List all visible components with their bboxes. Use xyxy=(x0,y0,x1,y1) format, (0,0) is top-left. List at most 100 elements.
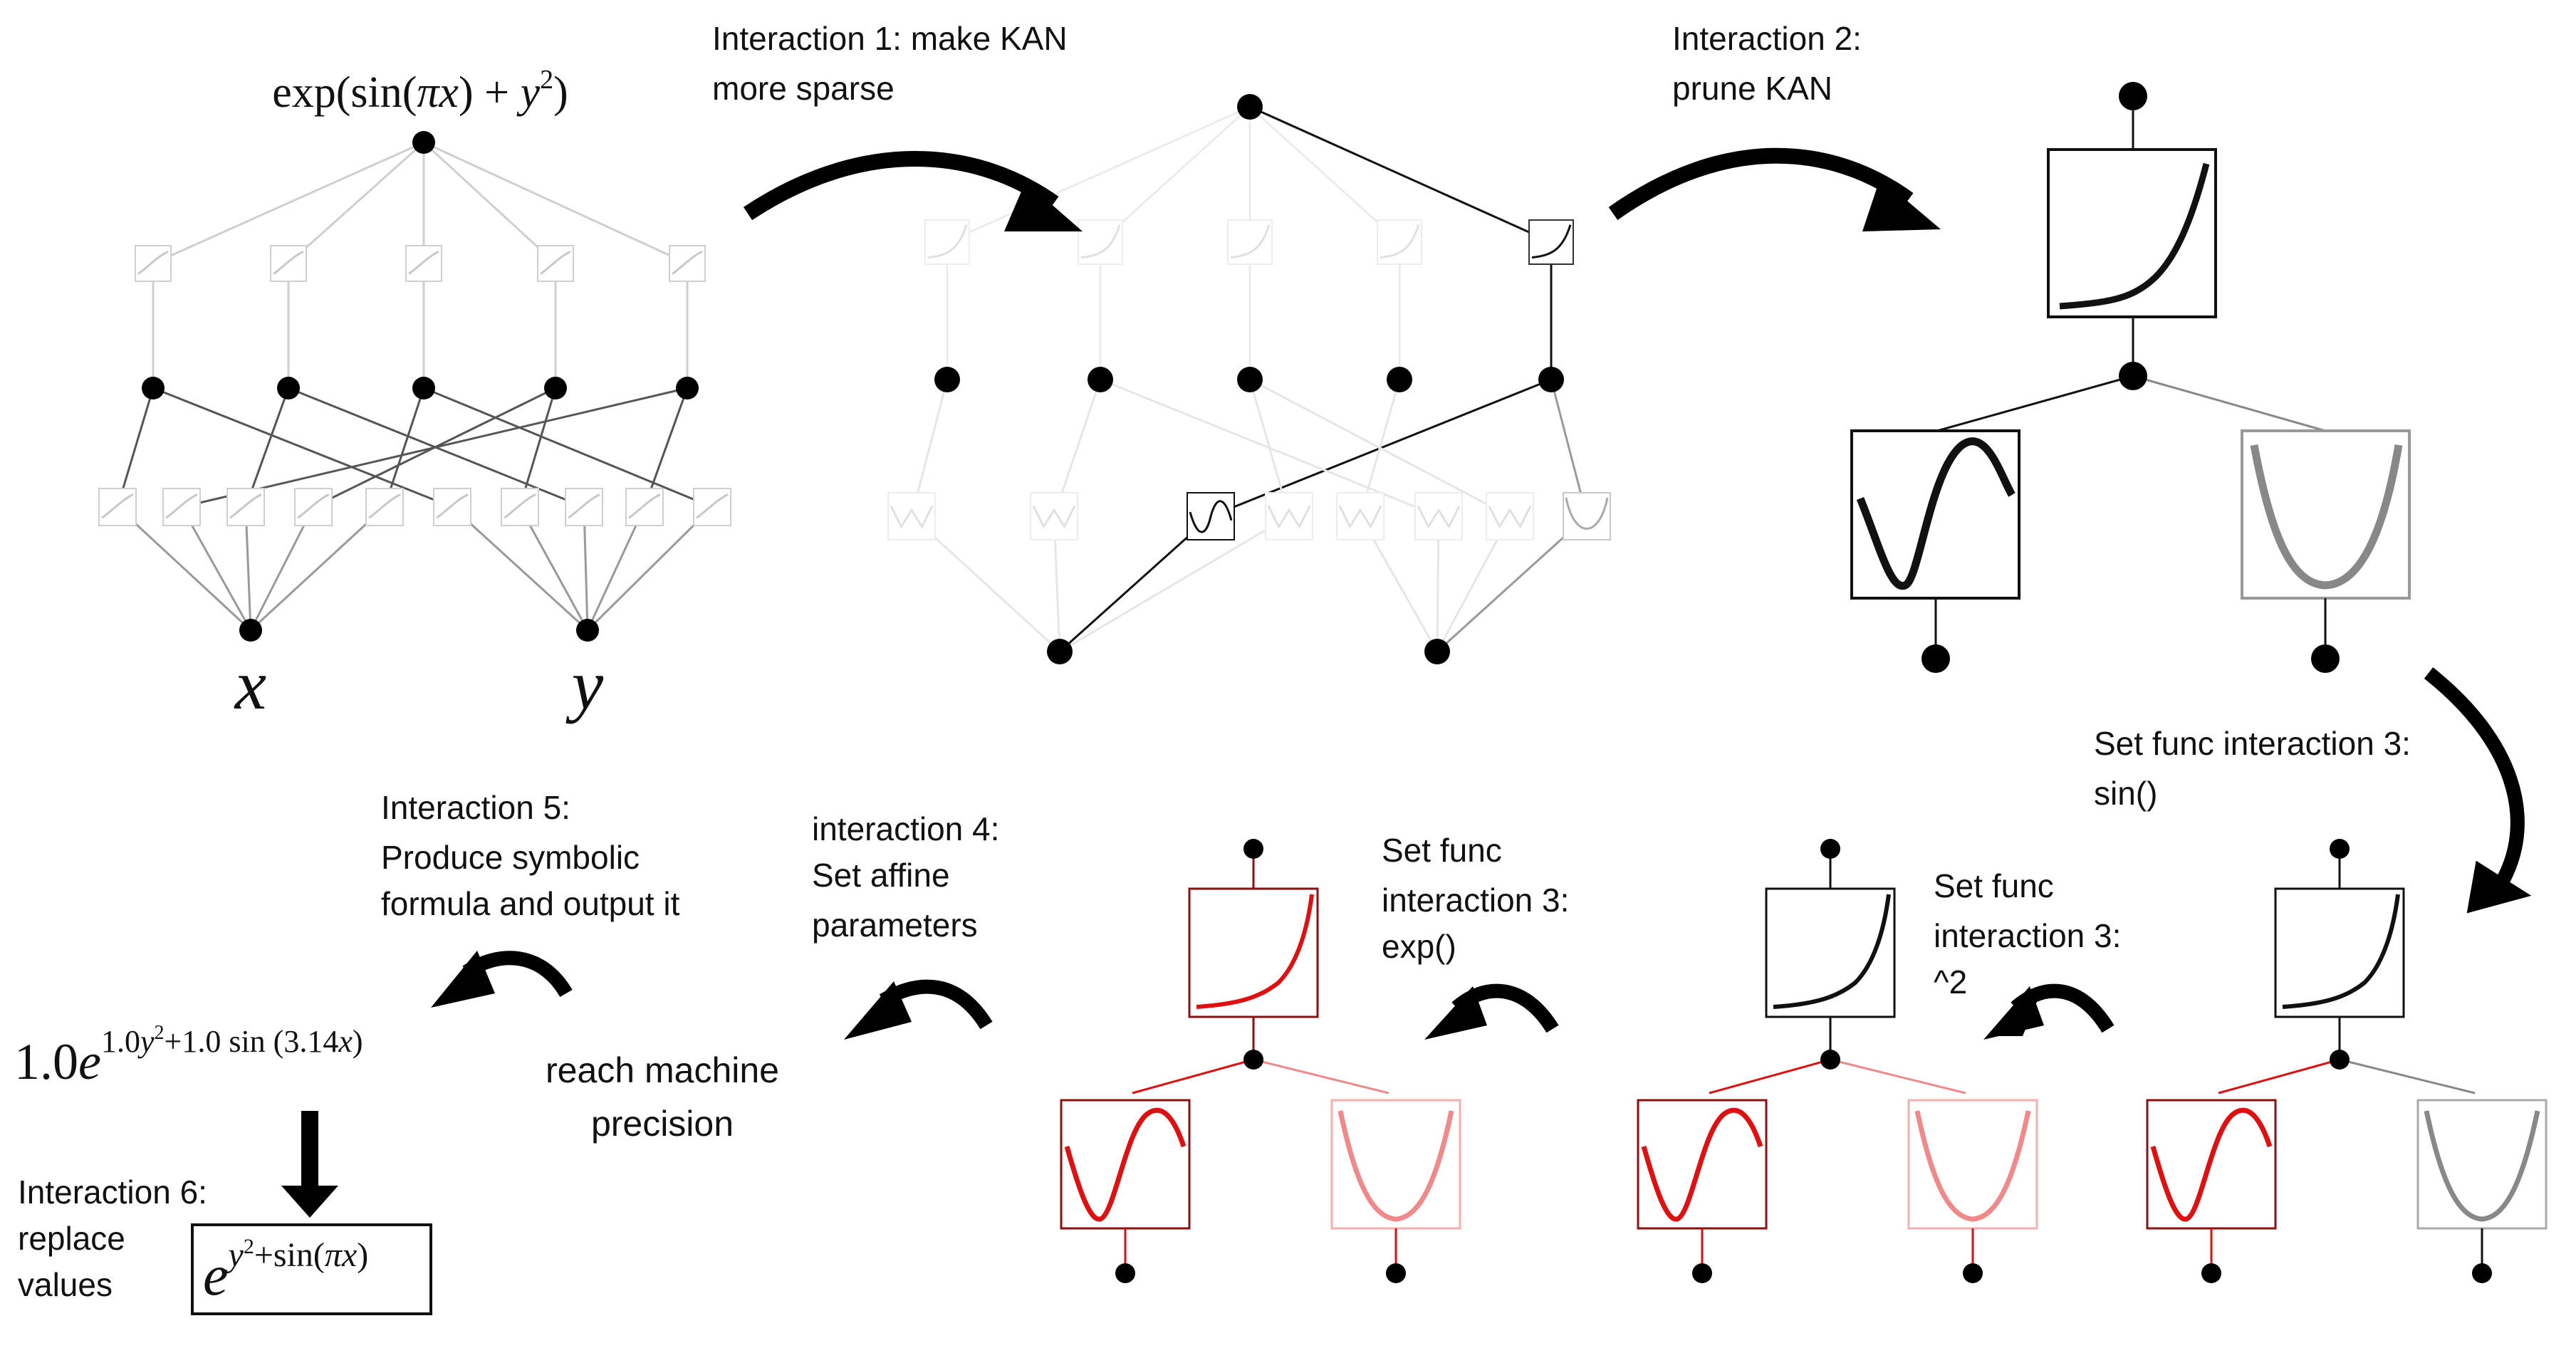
hidden-node xyxy=(1538,367,1564,392)
initial-kan: exp(sin(πx) + y2) x y xyxy=(98,65,731,724)
line-curve-icon xyxy=(436,493,469,519)
activation-box xyxy=(1563,492,1611,540)
input-node xyxy=(576,619,599,642)
output-node xyxy=(1243,839,1263,859)
svg-text:interaction 3:: interaction 3: xyxy=(1934,917,2121,954)
line-curve-icon xyxy=(568,493,600,519)
hidden-node xyxy=(142,377,165,399)
input-y-node xyxy=(1386,1263,1406,1283)
svg-text:Set affine: Set affine xyxy=(812,857,950,894)
svg-text:precision: precision xyxy=(591,1104,734,1144)
sin-curve-icon xyxy=(2150,1107,2273,1222)
svg-text:sin(): sin() xyxy=(2094,775,2157,812)
precision-label: reach machine precision xyxy=(546,1050,779,1144)
input-x-node xyxy=(2201,1263,2221,1283)
svg-text:^2: ^2 xyxy=(1934,963,1967,1000)
line-curve-icon xyxy=(165,493,198,519)
wave-curve-icon xyxy=(1032,505,1076,529)
svg-text:Set func interaction 3:: Set func interaction 3: xyxy=(2094,725,2411,762)
sin-curve-icon xyxy=(1856,437,2016,590)
svg-text:Interaction 1: make KAN: Interaction 1: make KAN xyxy=(712,20,1068,57)
interaction-4-label: interaction 4: Set affine parameters xyxy=(812,810,999,944)
exp-curve-icon xyxy=(1080,224,1121,259)
interaction-5-label: Interaction 5: Produce symbolic formula … xyxy=(381,789,680,922)
hidden-node xyxy=(412,377,435,399)
exp-curve-icon xyxy=(2059,162,2210,310)
activation-box xyxy=(537,245,574,282)
line-curve-icon xyxy=(408,250,439,275)
parabola-curve-icon xyxy=(2424,1110,2540,1222)
hidden-node xyxy=(1237,367,1263,392)
input-x-label: x xyxy=(234,645,266,724)
input-x-node xyxy=(1921,644,1950,673)
svg-text:values: values xyxy=(18,1266,113,1303)
sin-curve-icon xyxy=(1641,1107,1763,1222)
svg-text:Interaction 5:: Interaction 5: xyxy=(381,789,570,826)
svg-text:interaction 4:: interaction 4: xyxy=(812,810,999,847)
interaction-3-square-label: Set func interaction 3: ^2 xyxy=(1934,867,2121,1000)
svg-text:parameters: parameters xyxy=(812,906,978,944)
hidden-node xyxy=(277,377,300,399)
hidden-node xyxy=(2330,1050,2350,1070)
svg-text:Produce symbolic: Produce symbolic xyxy=(381,839,640,876)
input-x-node xyxy=(1115,1263,1135,1283)
line-curve-icon xyxy=(628,493,661,519)
exp-activation-box xyxy=(2047,148,2217,318)
pruned-kan xyxy=(1850,82,2411,673)
output-node xyxy=(2119,82,2147,110)
numeric-formula: 1.0e1.0y2+1.0 sin (3.14x) xyxy=(14,1022,363,1090)
square-activation-box xyxy=(2416,1099,2548,1230)
hidden-node xyxy=(544,377,567,399)
arrow-interaction-2 xyxy=(1608,147,1914,220)
mini-kan-sin-set xyxy=(2146,839,2548,1283)
sparse-kan xyxy=(887,94,1611,664)
interaction-6-label: Interaction 6: replace values xyxy=(18,1174,207,1303)
mini-kan-exp-set xyxy=(1060,839,1461,1283)
wave-curve-icon xyxy=(1338,505,1382,529)
activation-box xyxy=(625,488,664,526)
activation-box xyxy=(226,488,265,526)
activation-box xyxy=(501,488,539,526)
line-curve-icon xyxy=(229,493,262,519)
square-activation-box xyxy=(1907,1099,2038,1230)
activation-box xyxy=(98,488,137,526)
arrow-interaction-6 xyxy=(301,1111,318,1193)
svg-text:Interaction 6:: Interaction 6: xyxy=(18,1174,207,1211)
svg-text:replace: replace xyxy=(18,1220,125,1257)
parabola-curve-icon xyxy=(1914,1110,2031,1222)
exp-curve-icon xyxy=(2282,894,2400,1009)
input-y-node xyxy=(2311,644,2340,673)
exp-curve-icon xyxy=(1531,224,1572,259)
final-formula-box xyxy=(191,1223,432,1315)
exp-curve-icon xyxy=(1230,224,1271,259)
line-curve-icon xyxy=(297,493,330,519)
output-node xyxy=(1820,839,1840,859)
hidden-node xyxy=(1243,1050,1263,1070)
sin-curve-icon xyxy=(1064,1107,1187,1222)
parabola-curve-icon xyxy=(1337,1110,1454,1222)
activation-box xyxy=(162,488,201,526)
activation-box xyxy=(1227,219,1273,265)
mini-kan-square-set xyxy=(1637,839,2038,1283)
activation-box xyxy=(270,245,307,282)
arrow-interaction-1 xyxy=(743,151,1059,221)
line-curve-icon xyxy=(368,493,401,519)
interaction-2-label: Interaction 2: prune KAN xyxy=(1672,20,1862,107)
parabola-curve-icon xyxy=(2250,444,2403,590)
svg-text:Set func: Set func xyxy=(1382,832,1502,869)
interaction-1-label: Interaction 1: make KAN more sparse xyxy=(712,20,1068,107)
exp-curve-icon xyxy=(1773,894,1891,1009)
activation-box xyxy=(693,488,731,526)
exp-curve-icon xyxy=(927,224,968,259)
svg-text:prune KAN: prune KAN xyxy=(1672,70,1832,107)
line-curve-icon xyxy=(504,493,536,519)
input-y-label: y xyxy=(565,645,604,724)
activation-box xyxy=(669,245,706,282)
output-node xyxy=(412,131,435,154)
exp-curve-icon xyxy=(1196,894,1314,1009)
activation-box xyxy=(405,245,442,282)
input-node xyxy=(239,619,262,642)
wave-curve-icon xyxy=(1488,505,1532,529)
hidden-node xyxy=(676,377,699,399)
